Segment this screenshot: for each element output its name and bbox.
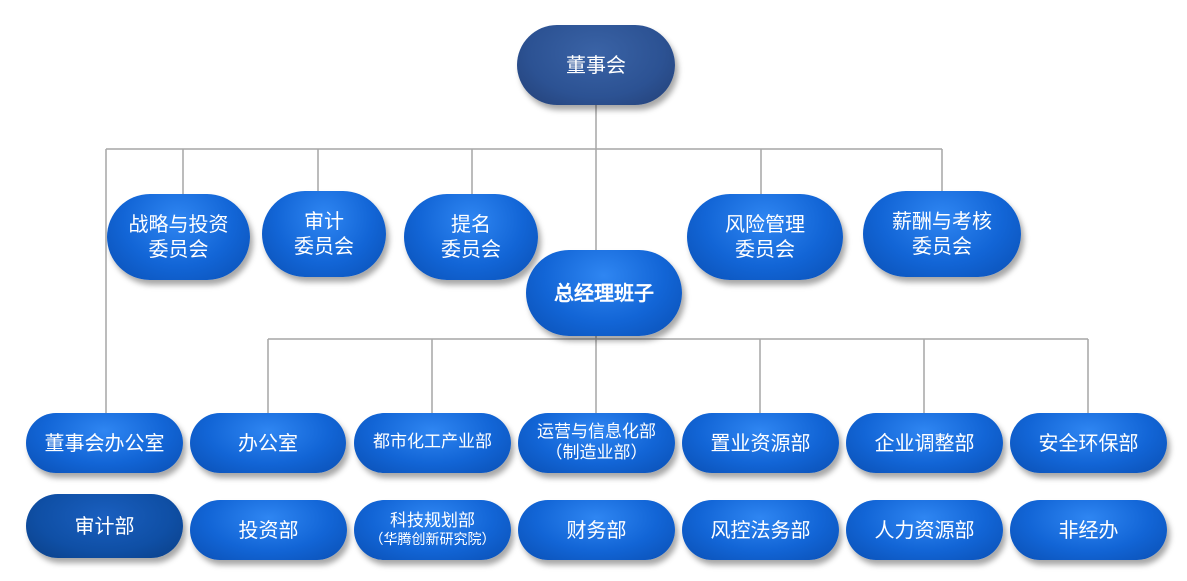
node-label: 置业资源部 bbox=[710, 430, 811, 455]
node-label: 总经理班子 bbox=[554, 280, 654, 305]
node-label: 安全环保部 bbox=[1038, 430, 1139, 455]
node-label-line2: （制造业部） bbox=[545, 443, 648, 463]
committee-audit-node: 审计 委员会 bbox=[262, 191, 386, 277]
node-label: 都市化工产业部 bbox=[373, 432, 492, 453]
committee-compensation-node: 薪酬与考核 委员会 bbox=[863, 191, 1021, 277]
dept-investment-node: 投资部 bbox=[190, 500, 347, 560]
committee-strategy-node: 战略与投资 委员会 bbox=[107, 194, 250, 280]
dept-risk-legal-node: 风控法务部 bbox=[682, 500, 839, 560]
node-label: 财务部 bbox=[566, 517, 627, 542]
dept-finance-node: 财务部 bbox=[518, 500, 675, 560]
node-label: 董事会 bbox=[566, 52, 626, 77]
dept-enterprise-adjustment-node: 企业调整部 bbox=[846, 413, 1003, 473]
audit-dept-node: 审计部 bbox=[26, 494, 183, 558]
node-label: 非经办 bbox=[1058, 517, 1119, 542]
dept-tech-planning-node: 科技规划部 （华腾创新研究院） bbox=[354, 500, 511, 560]
dept-urban-chemical-node: 都市化工产业部 bbox=[354, 413, 511, 473]
node-label-line1: 风险管理 bbox=[725, 212, 805, 236]
node-label-line1: 提名 bbox=[451, 212, 491, 236]
node-label-line2: 委员会 bbox=[148, 237, 209, 261]
board-of-directors-node: 董事会 bbox=[517, 25, 675, 105]
node-label-line2: 委员会 bbox=[294, 234, 354, 258]
node-label: 企业调整部 bbox=[874, 430, 975, 455]
node-label-line2: （华腾创新研究院） bbox=[369, 531, 496, 548]
node-label-line1: 战略与投资 bbox=[128, 212, 229, 236]
board-office-node: 董事会办公室 bbox=[26, 413, 183, 473]
committee-nomination-node: 提名 委员会 bbox=[404, 194, 538, 280]
dept-hr-node: 人力资源部 bbox=[846, 500, 1003, 560]
node-label-line1: 审计 bbox=[304, 209, 344, 233]
node-label-line1: 薪酬与考核 bbox=[892, 209, 992, 233]
node-label-line2: 委员会 bbox=[912, 234, 972, 258]
node-label-line1: 运营与信息化部 bbox=[537, 421, 656, 442]
node-label-line2: 委员会 bbox=[441, 237, 501, 261]
node-label: 风控法务部 bbox=[710, 517, 811, 542]
general-manager-team-node: 总经理班子 bbox=[526, 250, 682, 336]
node-label: 办公室 bbox=[238, 430, 298, 455]
dept-office-node: 办公室 bbox=[190, 413, 346, 473]
node-label-line2: 委员会 bbox=[735, 237, 795, 261]
dept-non-operating-node: 非经办 bbox=[1010, 500, 1167, 560]
dept-safety-env-node: 安全环保部 bbox=[1010, 413, 1167, 473]
dept-property-node: 置业资源部 bbox=[682, 413, 839, 473]
node-label: 审计部 bbox=[74, 513, 135, 538]
dept-operations-it-node: 运营与信息化部 （制造业部） bbox=[518, 413, 675, 473]
node-label: 人力资源部 bbox=[874, 517, 975, 542]
node-label: 投资部 bbox=[238, 517, 299, 542]
committee-risk-node: 风险管理 委员会 bbox=[687, 194, 843, 280]
node-label: 董事会办公室 bbox=[44, 430, 165, 455]
node-label-line1: 科技规划部 bbox=[390, 510, 475, 531]
